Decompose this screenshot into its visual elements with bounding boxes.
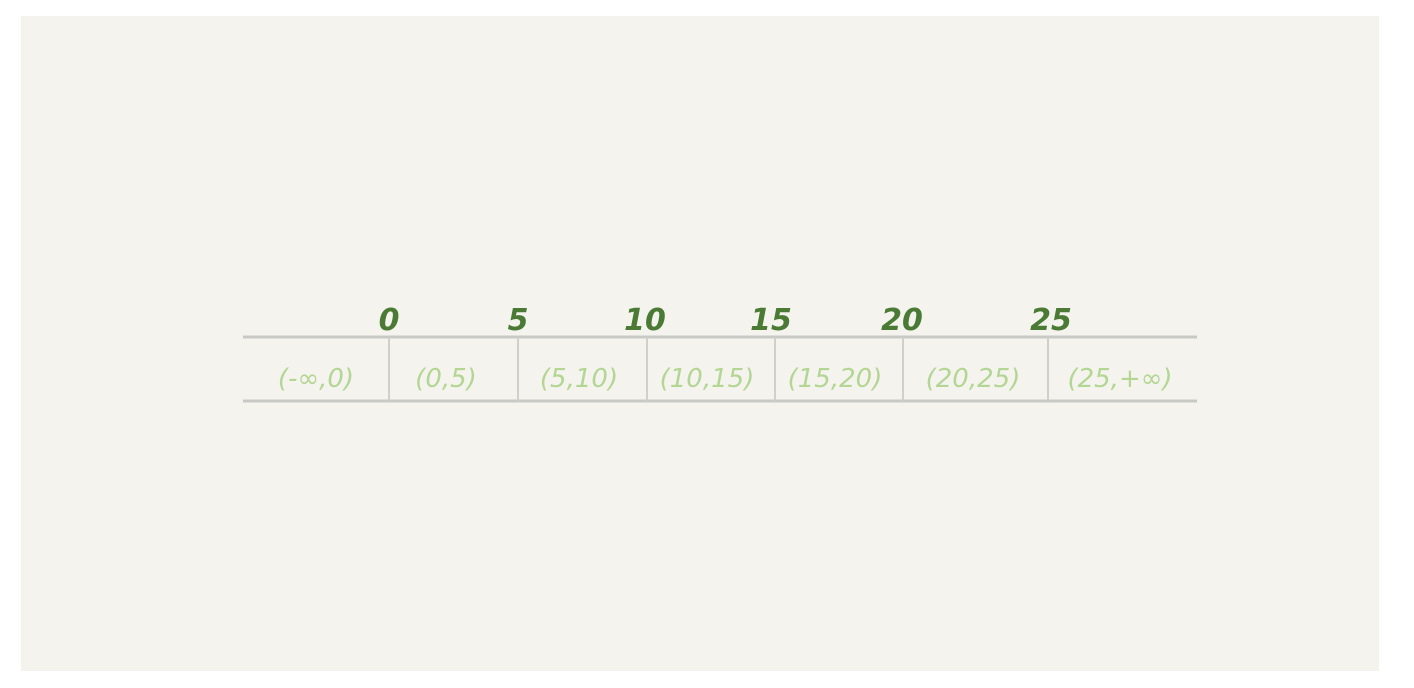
gap-label: (25,+∞)	[1067, 364, 1172, 394]
boundary-label: 20	[881, 303, 923, 338]
gap-lock-number-line: 0 5 10 15 20 25 (-∞,0) (0,5) (5,10) (10,…	[243, 303, 1197, 403]
boundary-label: 5	[508, 303, 529, 338]
boundary-label: 10	[624, 303, 666, 338]
gap-label: (-∞,0)	[278, 364, 354, 394]
boundary-label: 0	[379, 303, 400, 338]
gap-label: (15,20)	[788, 364, 883, 394]
boundary-label: 15	[750, 303, 792, 338]
gap-label: (0,5)	[415, 364, 477, 394]
gap-label: (5,10)	[540, 364, 618, 394]
gap-label: (10,15)	[660, 364, 755, 394]
boundary-label: 25	[1030, 303, 1072, 338]
diagram-canvas: 0 5 10 15 20 25 (-∞,0) (0,5) (5,10) (10,…	[21, 16, 1379, 671]
gap-label: (20,25)	[926, 364, 1021, 394]
